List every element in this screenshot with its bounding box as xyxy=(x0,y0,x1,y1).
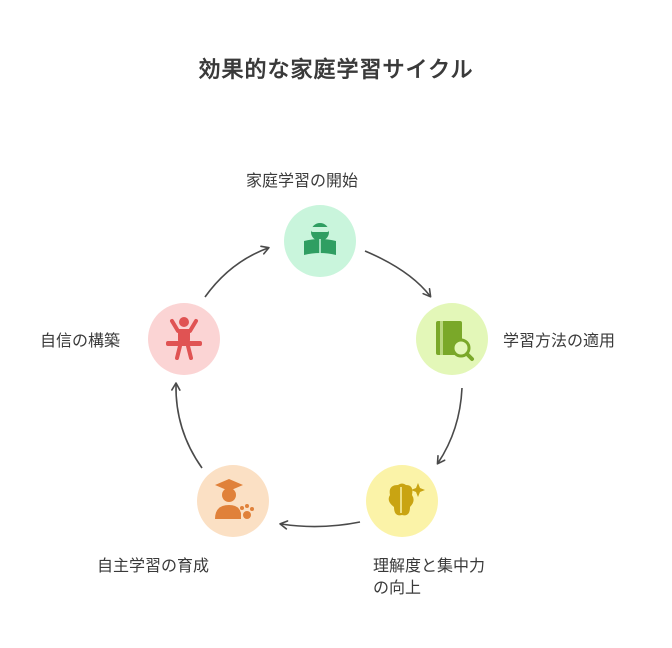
arrow-improve-to-independent xyxy=(279,520,361,530)
confident-person-icon xyxy=(148,303,220,375)
step-node-apply xyxy=(416,303,488,375)
arrow-apply-to-improve xyxy=(436,387,463,465)
reading-person-icon xyxy=(284,205,356,277)
step-label-independent: 自主学習の育成 xyxy=(97,556,210,575)
step-node-confidence xyxy=(148,303,220,375)
step-node-improve xyxy=(366,465,438,537)
step-node-independent xyxy=(197,465,269,537)
brain-sparkle-icon xyxy=(366,465,438,537)
step-label-confidence: 自信の構築 xyxy=(40,331,121,350)
graduate-paw-icon xyxy=(197,465,269,537)
step-label-start: 家庭学習の開始 xyxy=(246,171,359,190)
arrow-start-to-apply xyxy=(364,250,432,298)
step-node-start xyxy=(284,205,356,277)
arrow-confidence-to-start xyxy=(204,245,270,298)
arrow-independent-to-confidence xyxy=(171,382,203,469)
step-label-apply: 学習方法の適用 xyxy=(503,331,616,350)
step-label-improve: 理解度と集中力の向上 xyxy=(373,556,486,597)
diagram-title: 効果的な家庭学習サイクル xyxy=(198,58,474,83)
book-search-icon xyxy=(416,303,488,375)
